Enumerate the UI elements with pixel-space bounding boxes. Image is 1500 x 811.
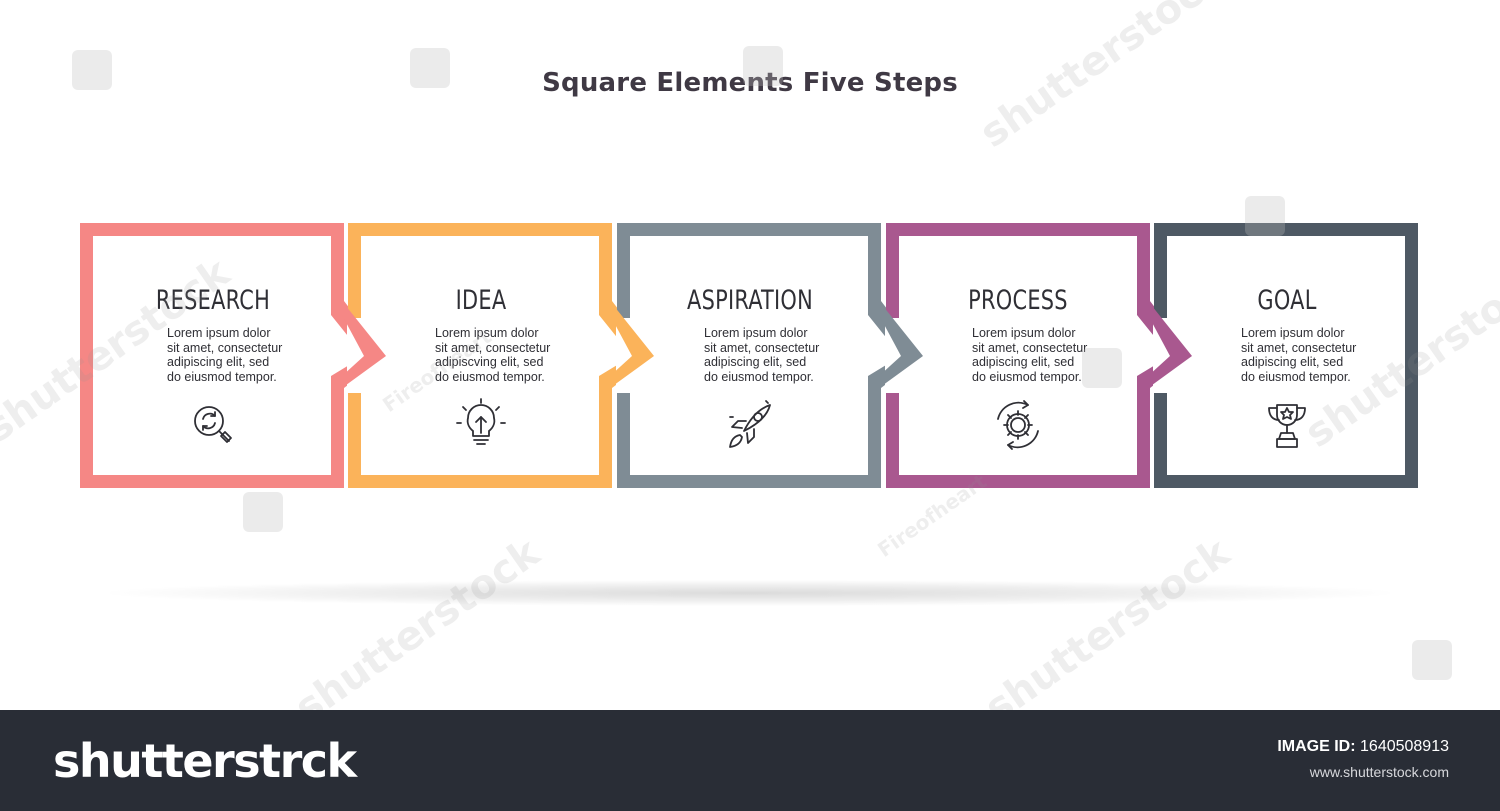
step-description-line: sit amet, consectetur [704, 340, 820, 355]
step-description-line: sit amet, consectetur [167, 340, 283, 355]
step-frame [885, 223, 1192, 488]
diagram-title: Square Elements Five Steps [542, 68, 958, 98]
step-description-line: do eiusmod tempor. [167, 369, 277, 384]
step-description-line: adipiscing elit, sed [1241, 355, 1344, 370]
step-description-line: Lorem ipsum dolor [167, 326, 271, 340]
step-description-line: adipiscing elit, sed [704, 355, 807, 370]
step-arrow [1148, 301, 1192, 388]
watermark-logo [1245, 196, 1285, 236]
floor-shadow [110, 580, 1390, 606]
site-url[interactable]: www.shutterstock.com [1309, 764, 1449, 780]
step-description-line: do eiusmod tempor. [435, 369, 545, 384]
step-heading: RESEARCH [155, 285, 271, 316]
footer-brand-logo[interactable]: shutterstrck [53, 734, 357, 788]
step-description-line: adipiscing elit, sed [167, 355, 270, 370]
step-description-line: Lorem ipsum dolor [1241, 326, 1345, 340]
step-frame [80, 223, 386, 488]
watermark-logo [72, 50, 112, 90]
step-description-line: Lorem ipsum dolor [972, 326, 1076, 340]
step-description-line: sit amet, consectetur [972, 340, 1088, 355]
step-arrow [342, 301, 386, 388]
infographic-canvas: Square Elements Five Steps RESEARCH Lorem… [0, 0, 1500, 710]
step-heading: IDEA [455, 285, 507, 316]
step-heading: GOAL [1257, 285, 1317, 316]
step-heading: PROCESS [968, 285, 1068, 316]
step-description-line: sit amet, consectetur [1241, 340, 1357, 355]
rocket-icon [722, 397, 778, 453]
watermark-logo [743, 46, 783, 86]
step-description-line: Lorem ipsum dolor [704, 326, 808, 340]
step-description-line: do eiusmod tempor. [1241, 369, 1351, 384]
step-description-line: do eiusmod tempor. [972, 369, 1082, 384]
step-description-line: adipiscing elit, sed [972, 355, 1075, 370]
step-frames [80, 223, 1418, 488]
gear-cycle-icon [990, 397, 1046, 453]
lightbulb-icon [453, 397, 509, 453]
step-description-line: do eiusmod tempor. [704, 369, 814, 384]
step-arrow [610, 301, 654, 388]
trophy-icon [1259, 397, 1315, 453]
magnifier-refresh-icon [185, 397, 241, 453]
watermark-logo [410, 48, 450, 88]
step-frame [616, 223, 923, 488]
step-arrow [879, 301, 923, 388]
image-id-label: IMAGE ID: [1277, 738, 1356, 755]
watermark-logo [1082, 348, 1122, 388]
image-id-value: 1640508913 [1360, 738, 1449, 755]
step-description-line: sit amet, consectetur [435, 340, 551, 355]
step-description-line: adipiscving elit, sed [435, 355, 544, 370]
image-id: IMAGE ID: 1640508913 [1277, 738, 1449, 756]
footer-bar: shutterstrck IMAGE ID: 1640508913 www.sh… [0, 710, 1500, 811]
step-description-line: Lorem ipsum dolor [435, 326, 539, 340]
step-frame [1153, 223, 1418, 488]
step-heading: ASPIRATION [687, 285, 813, 316]
watermark-logo [243, 492, 283, 532]
watermark-logo [1412, 640, 1452, 680]
